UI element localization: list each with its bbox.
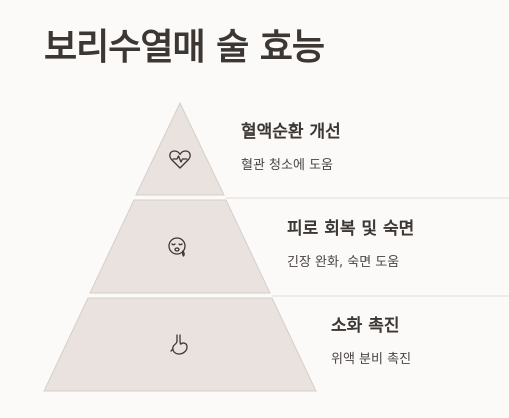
tier-3-title: 소화 촉진 [331, 316, 400, 336]
heart-pulse-icon [169, 150, 191, 169]
stomach-icon [170, 334, 188, 355]
tier-2-description: 긴장 완화, 숙면 도움 [287, 255, 400, 270]
tier-1-description: 혈관 청소에 도움 [241, 158, 333, 173]
tier-2-title: 피로 회복 및 숙면 [287, 219, 415, 239]
pyramid-tier-middle [89, 199, 271, 294]
page-title: 보리수열매 술 효능 [44, 27, 325, 68]
pyramid-tier-top [135, 101, 225, 196]
pyramid-tier-bottom [43, 297, 317, 392]
tier-3-description: 위액 분비 촉진 [331, 352, 412, 367]
sleepy-face-icon [168, 237, 186, 257]
tier-1-title: 혈액순환 개선 [241, 122, 341, 142]
